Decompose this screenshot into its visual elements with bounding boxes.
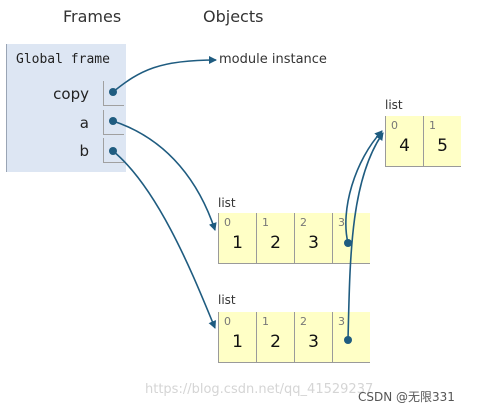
var-b-slot bbox=[103, 138, 124, 163]
var-a-slot bbox=[103, 110, 124, 135]
var-b-label: b bbox=[79, 142, 89, 160]
objects-header: Objects bbox=[203, 7, 264, 26]
cell-index: 3 bbox=[338, 216, 345, 229]
cell-value: 1 bbox=[232, 233, 243, 253]
list-label: list bbox=[385, 98, 403, 112]
credit-watermark: CSDN @无限331 bbox=[358, 390, 455, 404]
pointer-dot-listB bbox=[344, 336, 352, 344]
arrow-listA-to-list45 bbox=[345, 130, 383, 244]
list-label: list bbox=[218, 293, 236, 307]
pointer-dot-b bbox=[109, 147, 117, 155]
arrow-listB-to-list45 bbox=[347, 132, 384, 341]
cell-value: 2 bbox=[270, 332, 281, 352]
cell-index: 3 bbox=[338, 315, 345, 328]
list-label: list bbox=[218, 196, 236, 210]
arrow-a-to-list bbox=[112, 120, 217, 231]
cell-value: 2 bbox=[270, 233, 281, 253]
pointer-dot-a bbox=[109, 117, 117, 125]
arrow-b-to-list bbox=[112, 150, 217, 329]
cell-index: 2 bbox=[300, 216, 307, 229]
cell-index: 0 bbox=[224, 315, 231, 328]
pointer-dot-listA bbox=[344, 239, 352, 247]
cell-index: 2 bbox=[300, 315, 307, 328]
cell-index: 1 bbox=[262, 315, 269, 328]
list-cell: 3 bbox=[332, 312, 370, 363]
var-copy-slot bbox=[103, 81, 124, 106]
cell-value: 3 bbox=[308, 233, 319, 253]
cell-value: 4 bbox=[399, 136, 410, 156]
frame-title: Global frame bbox=[16, 52, 110, 67]
cell-index: 0 bbox=[391, 119, 398, 132]
cell-index: 1 bbox=[429, 119, 436, 132]
module-instance-label: module instance bbox=[219, 52, 327, 67]
watermark-url: https://blog.csdn.net/qq_41529237 bbox=[145, 382, 374, 397]
cell-value: 3 bbox=[308, 332, 319, 352]
frames-header: Frames bbox=[63, 7, 122, 26]
cell-value: 1 bbox=[232, 332, 243, 352]
var-copy-label: copy bbox=[53, 85, 89, 103]
cell-index: 0 bbox=[224, 216, 231, 229]
cell-index: 1 bbox=[262, 216, 269, 229]
pointer-dot-copy bbox=[109, 88, 117, 96]
cell-value: 5 bbox=[437, 136, 448, 156]
global-frame: Global frame copy a b bbox=[6, 44, 126, 172]
var-a-label: a bbox=[79, 114, 89, 132]
arrow-copy-to-module bbox=[112, 56, 217, 93]
